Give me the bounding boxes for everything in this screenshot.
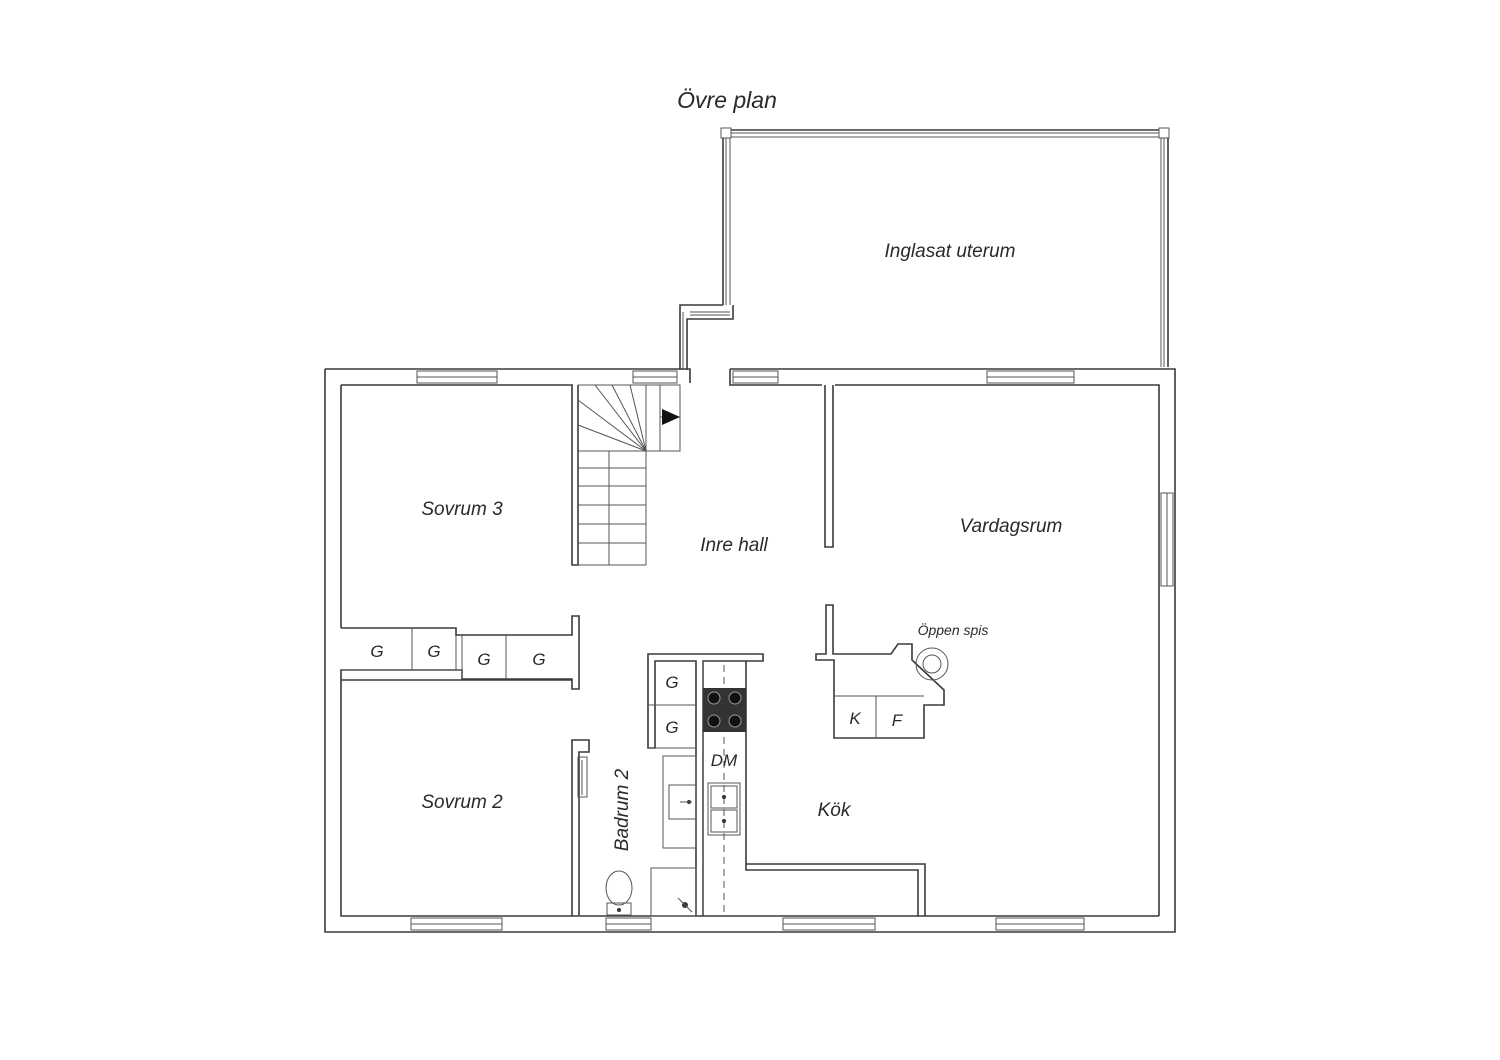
cabinet-g6: G: [665, 718, 678, 737]
wardrobes: [340, 615, 580, 690]
cabinet-g1: G: [370, 642, 383, 661]
sunroom: [679, 127, 1170, 370]
room-label-inre-hall: Inre hall: [700, 535, 768, 556]
cabinet-g3: G: [477, 650, 490, 669]
room-label-sovrum3: Sovrum 3: [421, 499, 503, 520]
fireplace-block: [815, 604, 949, 739]
freezer-label-f: F: [892, 711, 904, 730]
fireplace-label: Öppen spis: [918, 621, 989, 638]
room-label-uterum: Inglasat uterum: [885, 241, 1016, 262]
plan-title: Övre plan: [677, 87, 777, 113]
cabinet-g2: G: [427, 642, 440, 661]
bathroom-wall: [571, 739, 590, 917]
sink-icon: [707, 782, 741, 836]
room-label-vardagsrum: Vardagsrum: [960, 516, 1063, 537]
fridge-label-k: K: [849, 709, 861, 728]
room-label-sovrum2: Sovrum 2: [421, 792, 503, 813]
dishwasher-label: DM: [711, 751, 738, 770]
kitchen-counter: [702, 661, 926, 917]
cabinet-g5: G: [665, 673, 678, 692]
stair-direction-icon: [662, 409, 680, 425]
room-label-kok: Kök: [818, 800, 852, 821]
staircase: [571, 384, 681, 566]
cabinet-g4: G: [532, 650, 545, 669]
partition-wall: [824, 385, 834, 548]
outer-walls: [324, 368, 1176, 933]
windows: [410, 370, 1174, 931]
room-label-badrum2: Badrum 2: [612, 768, 633, 851]
bathroom: [605, 653, 764, 917]
toilet-icon: [605, 870, 633, 906]
fireplace-icon: [915, 647, 949, 681]
